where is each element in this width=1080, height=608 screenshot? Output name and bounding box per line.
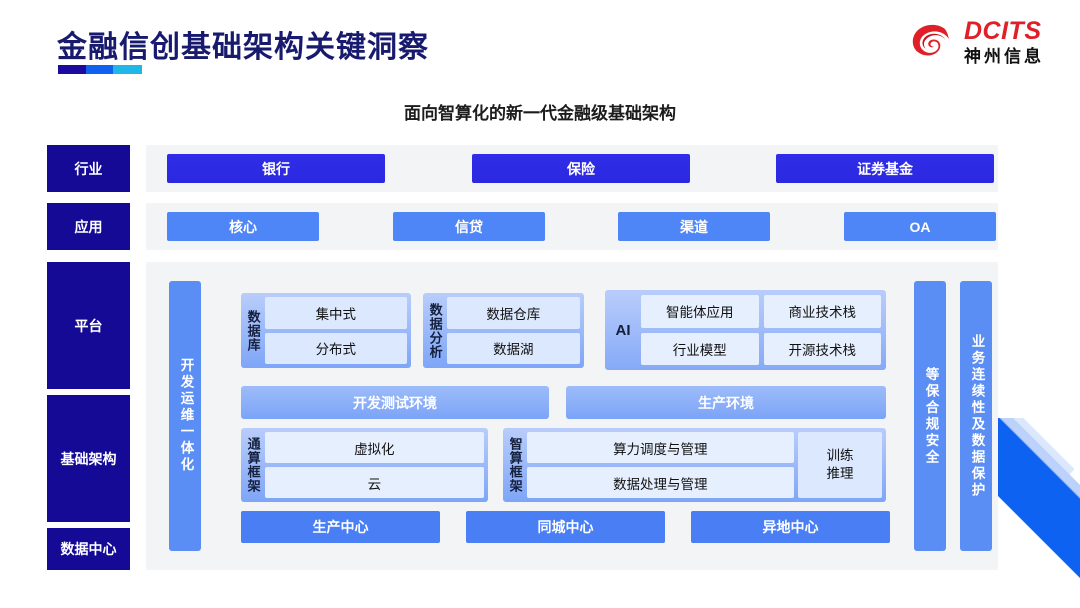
application-chip-credit[interactable]: 信贷: [393, 212, 545, 241]
cell-train-inference[interactable]: 训练 推理: [798, 432, 882, 498]
cell-cloud[interactable]: 云: [264, 467, 484, 498]
devops-vertical-bar[interactable]: 开发运维一体化: [169, 281, 201, 551]
page-title: 金融信创基础架构关键洞察: [57, 31, 429, 64]
group-label-ai: AI: [615, 321, 631, 339]
cell-agent-application[interactable]: 智能体应用: [641, 295, 759, 328]
cell-data-processing[interactable]: 数据处理与管理: [526, 467, 794, 498]
diagram-subtitle: 面向智算化的新一代金融级基础架构: [404, 104, 676, 123]
cell-centralized[interactable]: 集中式: [264, 297, 407, 329]
group-ai[interactable]: AI 智能体应用 商业技术栈 行业模型 开源技术栈: [605, 290, 886, 370]
group-database[interactable]: 数据库 集中式 分布式: [241, 293, 411, 368]
dcits-swirl-icon: [907, 18, 955, 66]
row-label-platform: 平台: [47, 262, 130, 389]
group-label-database: 数据库: [245, 309, 261, 352]
env-dev-test[interactable]: 开发测试环境: [241, 386, 549, 419]
application-chip-core[interactable]: 核心: [167, 212, 319, 241]
application-chip-channel[interactable]: 渠道: [618, 212, 770, 241]
group-label-general-compute: 通算框架: [245, 437, 261, 493]
sidebar-compliance-security[interactable]: 等保合规安全: [914, 281, 946, 551]
row-label-datacenter: 数据中心: [47, 528, 130, 570]
platform-main-panel: 开发运维一体化 数据库 集中式 分布式 数据分析 数据仓库 数据湖 AI 智能体…: [146, 262, 998, 570]
underline-segment-1: [58, 65, 86, 74]
row-label-industry: 行业: [47, 145, 130, 192]
logo-text-cn: 神州信息: [964, 47, 1044, 66]
group-data-analysis[interactable]: 数据分析 数据仓库 数据湖: [423, 293, 584, 368]
application-panel: 核心 信贷 渠道 OA: [146, 203, 998, 250]
industry-chip-insurance[interactable]: 保险: [472, 154, 690, 183]
datacenter-chip-remote[interactable]: 异地中心: [691, 511, 890, 543]
industry-chip-securities[interactable]: 证券基金: [776, 154, 994, 183]
application-chip-oa[interactable]: OA: [844, 212, 996, 241]
logo-text-en: DCITS: [964, 17, 1042, 45]
underline-segment-3: [113, 65, 142, 74]
group-general-compute[interactable]: 通算框架 虚拟化 云: [241, 428, 488, 502]
datacenter-chip-metro[interactable]: 同城中心: [466, 511, 665, 543]
cell-opensource-stack[interactable]: 开源技术栈: [763, 332, 881, 365]
group-label-data-analysis: 数据分析: [427, 302, 443, 359]
sidebar-business-continuity[interactable]: 业务连续性及数据保护: [960, 281, 992, 551]
cell-industry-model[interactable]: 行业模型: [641, 332, 759, 365]
datacenter-chip-production[interactable]: 生产中心: [241, 511, 440, 543]
underline-segment-2: [85, 65, 114, 74]
cell-commercial-stack[interactable]: 商业技术栈: [763, 295, 881, 328]
group-intelligent-compute[interactable]: 智算框架 算力调度与管理 数据处理与管理 训练 推理: [503, 428, 886, 502]
industry-panel: 银行 保险 证券基金: [146, 145, 998, 192]
cell-compute-scheduling[interactable]: 算力调度与管理: [526, 432, 794, 463]
industry-chip-bank[interactable]: 银行: [167, 154, 385, 183]
cell-data-warehouse[interactable]: 数据仓库: [446, 297, 580, 329]
env-production[interactable]: 生产环境: [566, 386, 886, 419]
group-label-intelligent-compute: 智算框架: [507, 437, 523, 493]
brand-logo: DCITS 神州信息: [907, 18, 1044, 66]
cell-data-lake[interactable]: 数据湖: [446, 332, 580, 364]
row-label-infrastructure: 基础架构: [47, 395, 130, 522]
cell-virtualization[interactable]: 虚拟化: [264, 432, 484, 463]
cell-distributed[interactable]: 分布式: [264, 332, 407, 364]
row-label-application: 应用: [47, 203, 130, 250]
title-underline-bar: [58, 65, 142, 74]
